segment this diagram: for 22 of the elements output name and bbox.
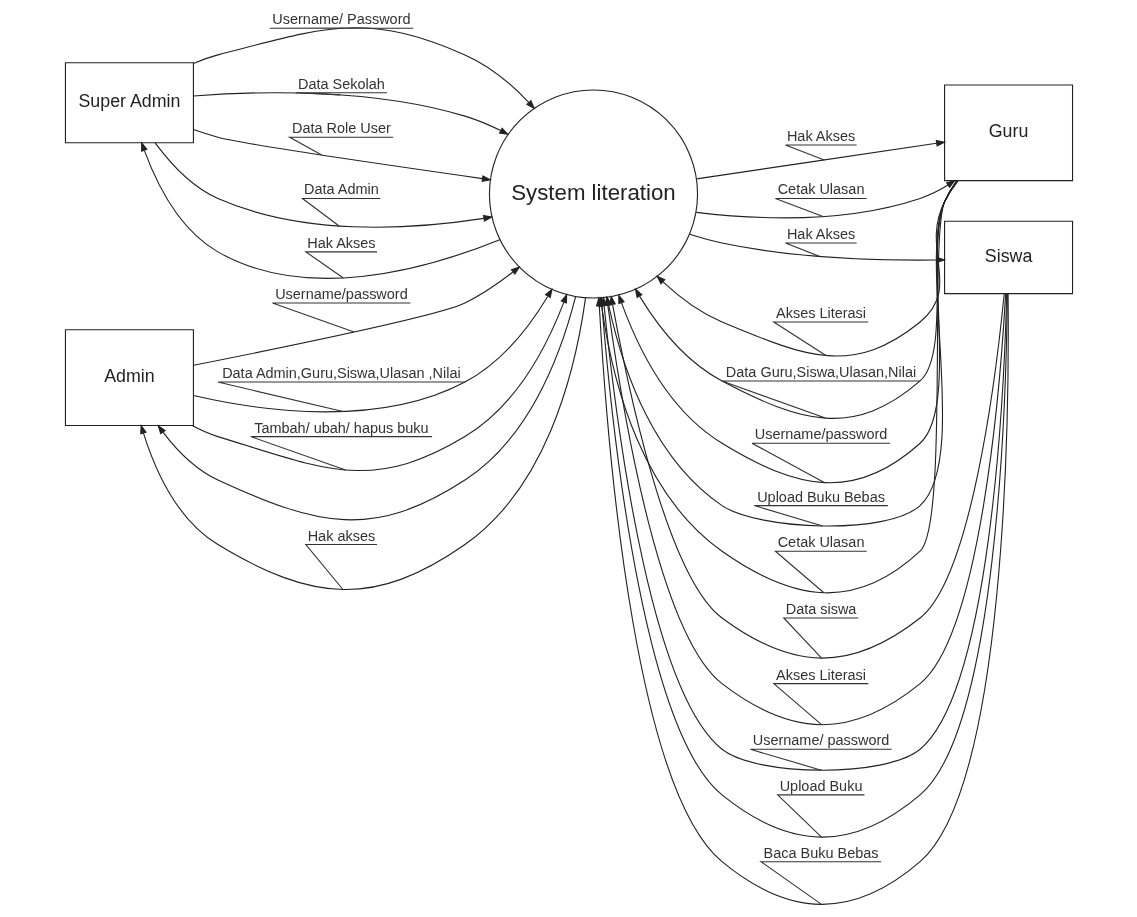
edge-label: Data Admin,Guru,Siswa,Ulasan ,Nilai bbox=[221, 365, 461, 382]
edge-label: Data Admin bbox=[303, 181, 379, 198]
edge-label: Baca Buku Bebas bbox=[763, 844, 879, 861]
edge-label: Data Guru,Siswa,Ulasan,Nilai bbox=[725, 363, 916, 380]
edge-label: Hak Akses bbox=[306, 234, 376, 251]
edge-label: Hak Akses bbox=[786, 225, 855, 242]
edge-label: Data Sekolah bbox=[297, 75, 385, 92]
edge-label: Username/ Password bbox=[271, 11, 411, 28]
edge-label: Username/password bbox=[274, 286, 408, 303]
edge-label: Upload Buku Bebas bbox=[756, 488, 885, 505]
edge-label: Username/ password bbox=[752, 732, 889, 749]
edge-label: Hak Akses bbox=[786, 128, 855, 145]
edge-label: Akses Literasi bbox=[775, 304, 866, 321]
edge-label: Upload Buku bbox=[779, 777, 862, 794]
edge-label: Cetak Ulasan bbox=[777, 534, 864, 551]
edge-label: Data siswa bbox=[785, 600, 856, 617]
edge-label: Data Role User bbox=[291, 120, 391, 137]
edge-label: Username/password bbox=[754, 426, 887, 443]
edge-label: Hak akses bbox=[307, 527, 375, 544]
edge-label: Cetak Ulasan bbox=[777, 181, 864, 198]
edge-label: Tambah/ ubah/ hapus buku bbox=[253, 419, 429, 436]
edge-label: Akses Literasi bbox=[775, 666, 866, 683]
